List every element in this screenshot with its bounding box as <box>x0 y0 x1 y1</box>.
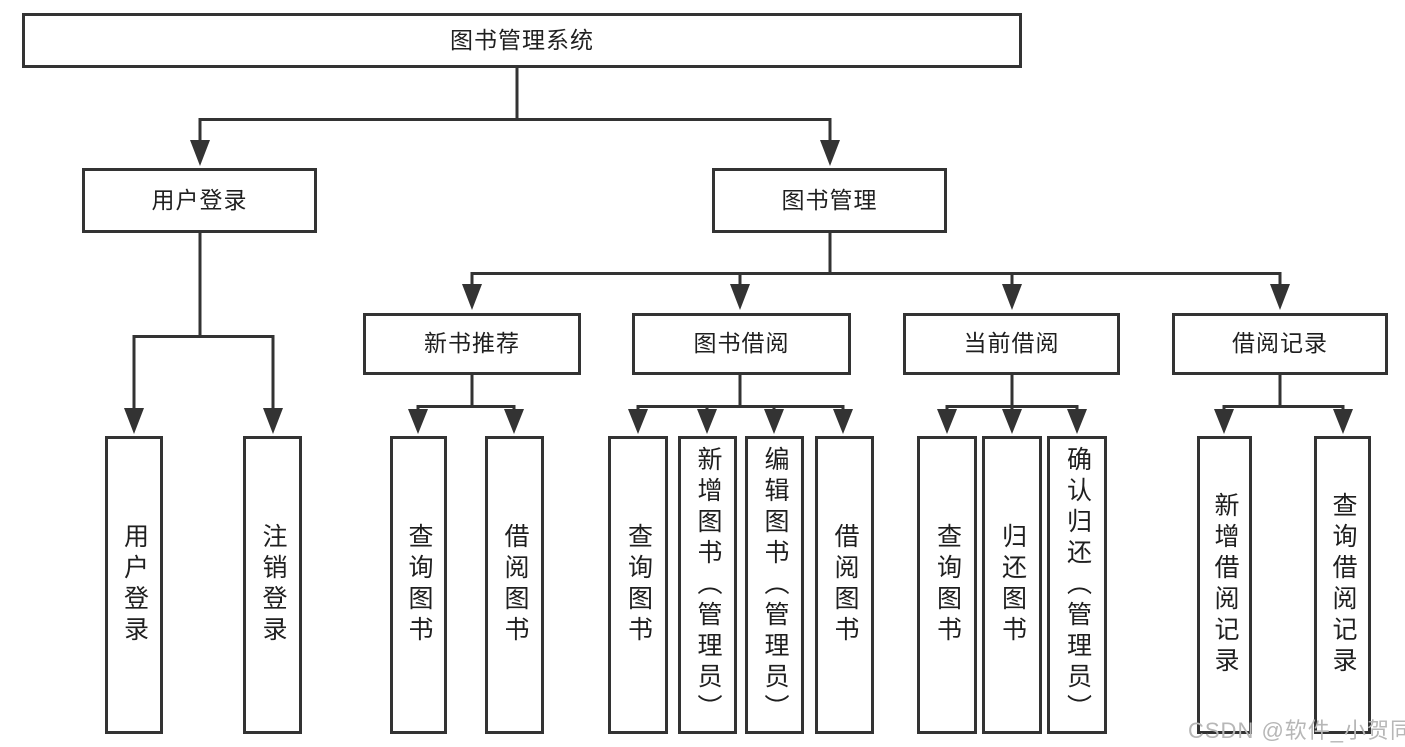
connector-userlogin-group <box>132 233 275 408</box>
arrowheads-borrowrecords-group <box>1214 409 1353 434</box>
leaf-add-book-admin: 新增图书（管理员） <box>678 436 737 734</box>
arrowheads-modules <box>462 284 1290 310</box>
connector-bookmgmt-to-modules <box>470 233 1282 285</box>
connector-borrowrecords-group <box>1222 375 1345 410</box>
leaf-add-borrow-record: 新增借阅记录 <box>1197 436 1252 734</box>
connector-root-to-level2 <box>198 68 832 141</box>
connector-currentborrow-group <box>945 375 1079 410</box>
leaf-query-book-recommend: 查询图书 <box>390 436 447 734</box>
arrowheads-bookborrow-group <box>628 409 853 434</box>
node-borrowing-records: 借阅记录 <box>1172 313 1388 375</box>
node-root-system: 图书管理系统 <box>22 13 1022 68</box>
leaf-user-login: 用户登录 <box>105 436 163 734</box>
leaf-return-book: 归还图书 <box>982 436 1042 734</box>
node-new-book-recommend: 新书推荐 <box>363 313 581 375</box>
arrowheads-newbookrec-group <box>408 409 524 434</box>
connector-bookborrow-group <box>636 375 845 410</box>
csdn-watermark: CSDN @软件_小贺同学 <box>1188 718 1405 743</box>
arrowheads-userlogin-group <box>124 408 283 434</box>
node-user-login-module: 用户登录 <box>82 168 317 233</box>
node-book-borrowing: 图书借阅 <box>632 313 851 375</box>
leaf-borrow-book: 借阅图书 <box>815 436 874 734</box>
leaf-edit-book-admin: 编辑图书（管理员） <box>745 436 804 734</box>
leaf-query-borrow-record: 查询借阅记录 <box>1314 436 1371 734</box>
leaf-query-book-current: 查询图书 <box>917 436 977 734</box>
node-current-borrowing: 当前借阅 <box>903 313 1120 375</box>
arrowheads-level2 <box>190 140 840 166</box>
leaf-query-book-borrow: 查询图书 <box>608 436 668 734</box>
node-book-management-module: 图书管理 <box>712 168 947 233</box>
leaf-logout: 注销登录 <box>243 436 302 734</box>
leaf-borrow-book-recommend: 借阅图书 <box>485 436 544 734</box>
connector-newbookrec-group <box>416 375 516 410</box>
tree-connectors <box>124 68 1353 434</box>
leaf-confirm-return-admin: 确认归还（管理员） <box>1047 436 1107 734</box>
arrowheads-currentborrow-group <box>937 409 1087 434</box>
